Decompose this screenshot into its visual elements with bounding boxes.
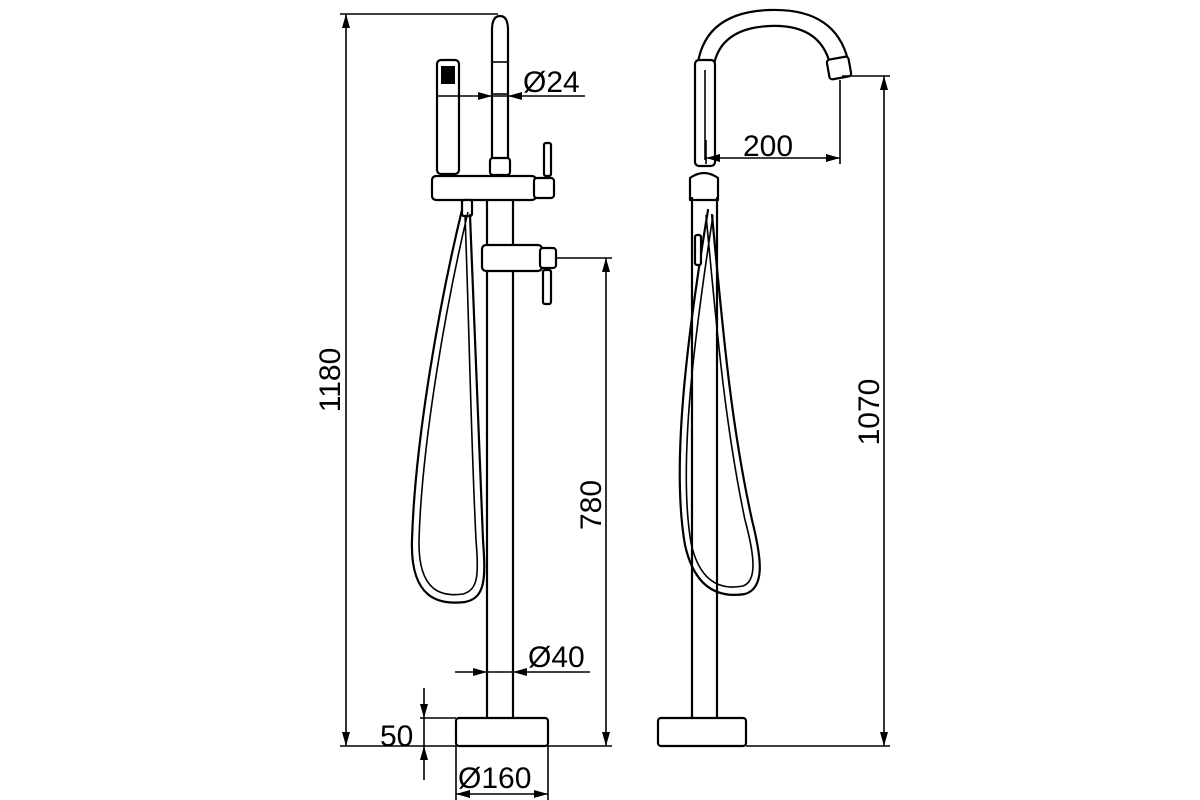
dim-200-label: 200: [743, 130, 793, 163]
dim-1180-label: 1180: [314, 348, 347, 413]
dim-50-label: 50: [380, 720, 413, 753]
side-shower-hose: [678, 208, 761, 596]
dim-160-label: Ø160: [458, 762, 531, 795]
front-shower-hose: [410, 208, 486, 604]
dimension-lines: [340, 13, 890, 800]
dim-40-label: Ø40: [528, 641, 585, 674]
side-view: [656, 8, 853, 748]
front-spout-pipe: [490, 14, 510, 177]
front-view: [410, 14, 558, 748]
dim-780-label: 780: [575, 480, 608, 530]
front-mixer-body: [480, 243, 544, 273]
dim-1070-label: 1070: [853, 379, 886, 446]
front-base: [454, 716, 550, 748]
dimension-arrows: [342, 14, 888, 798]
front-hand-shower: [435, 58, 461, 176]
side-base: [656, 716, 748, 748]
dim-24-label: Ø24: [523, 66, 580, 99]
front-diverter-body: [430, 174, 538, 202]
side-gooseneck-spout: [695, 8, 850, 72]
